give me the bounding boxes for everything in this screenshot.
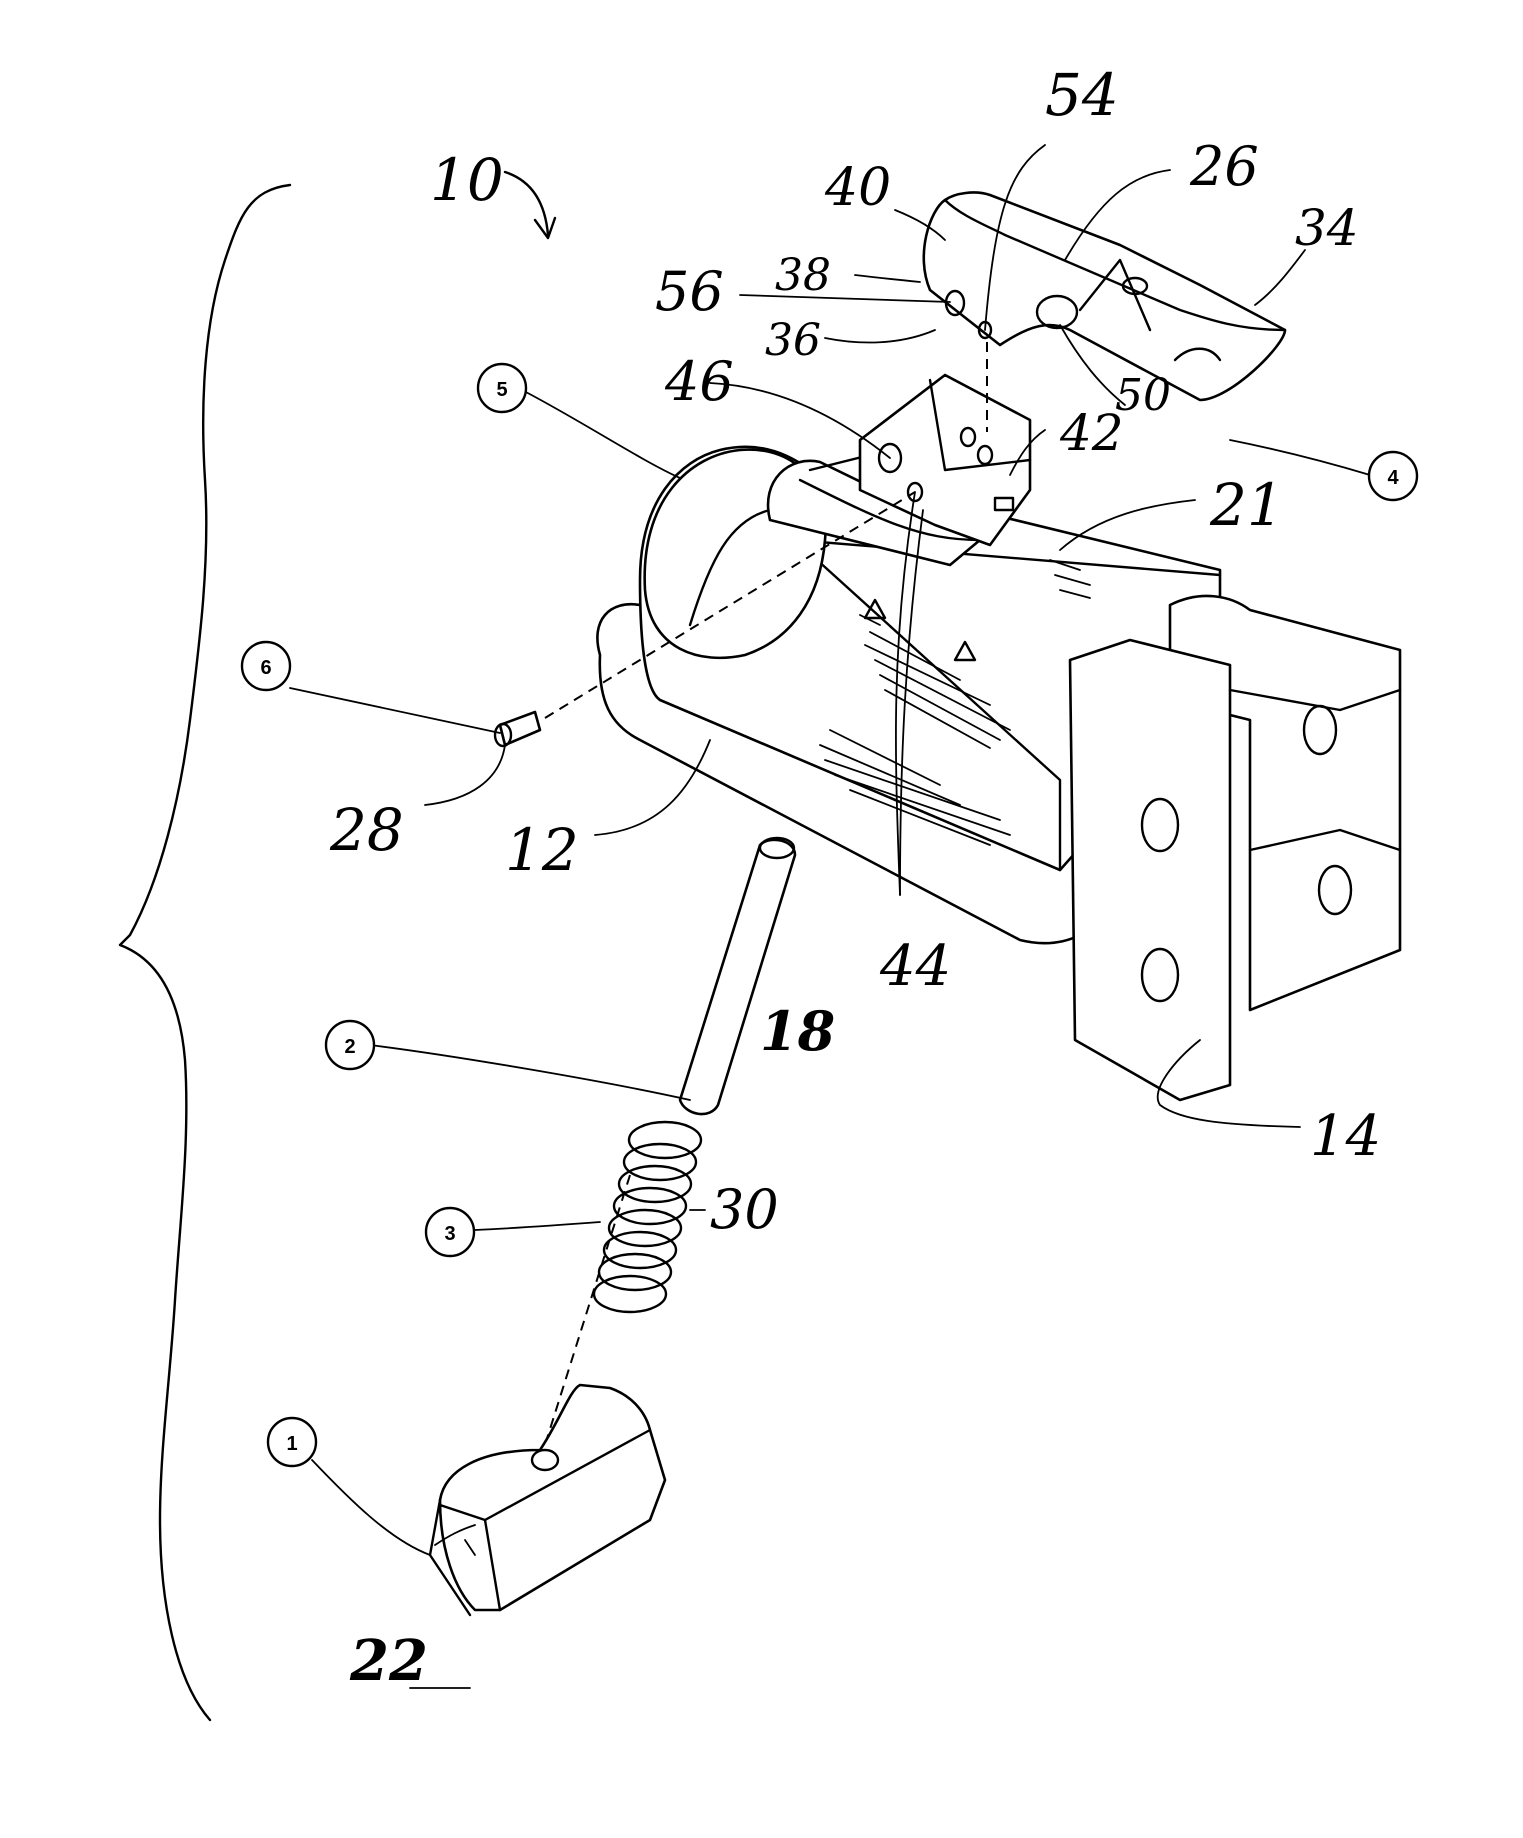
assembly-label: 10 bbox=[430, 146, 504, 214]
callout-34: 34 bbox=[1295, 199, 1359, 257]
release-handle bbox=[430, 1385, 665, 1615]
circled-number-5: 5 bbox=[496, 379, 507, 401]
callout-21: 21 bbox=[1209, 471, 1284, 539]
callout-46: 46 bbox=[664, 350, 734, 413]
callout-12: 12 bbox=[505, 816, 579, 884]
callout-44: 44 bbox=[879, 934, 951, 999]
callout-56: 56 bbox=[655, 260, 724, 323]
callout-26: 26 bbox=[1189, 135, 1259, 198]
lock-arm bbox=[924, 193, 1285, 400]
callout-42: 42 bbox=[1059, 404, 1124, 462]
circled-number-2: 2 bbox=[344, 1036, 355, 1058]
pin-28 bbox=[500, 712, 540, 745]
mounting-bracket bbox=[1070, 596, 1400, 1100]
callout-14: 14 bbox=[1310, 1104, 1381, 1169]
callout-36: 36 bbox=[765, 315, 821, 366]
callout-22: 22 bbox=[349, 1628, 428, 1694]
assembly-arrow bbox=[505, 172, 555, 238]
callout-38: 38 bbox=[775, 250, 831, 301]
spring bbox=[594, 1122, 701, 1312]
circled-number-6: 6 bbox=[260, 657, 271, 679]
callout-40: 40 bbox=[824, 158, 891, 218]
break-line bbox=[120, 185, 290, 1720]
callout-30: 30 bbox=[710, 1178, 779, 1241]
circled-number-4: 4 bbox=[1387, 467, 1399, 489]
circled-number-3: 3 bbox=[444, 1223, 455, 1245]
callout-28: 28 bbox=[329, 796, 404, 864]
callout-54: 54 bbox=[1045, 61, 1119, 129]
plunger-rod bbox=[680, 838, 795, 1114]
callout-18: 18 bbox=[760, 999, 835, 1063]
circled-number-1: 1 bbox=[286, 1433, 297, 1455]
